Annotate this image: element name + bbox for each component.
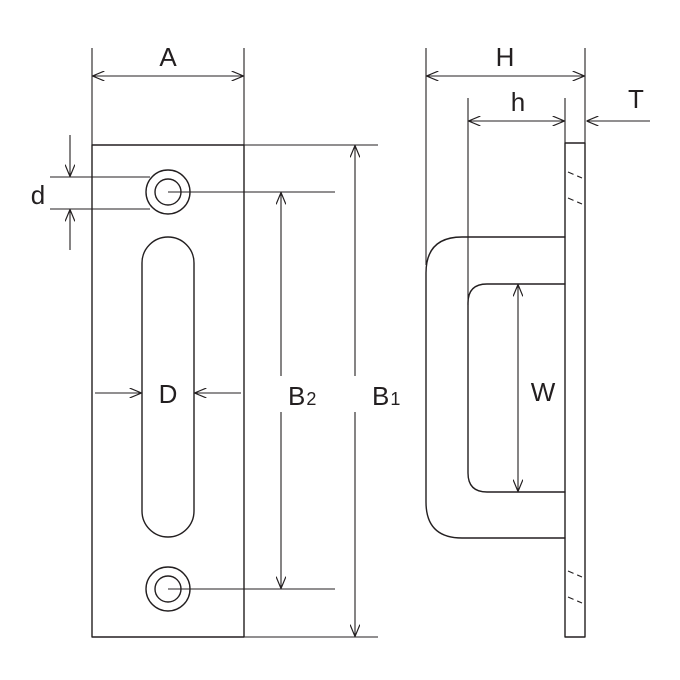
side-plate-outline <box>564 142 586 638</box>
label-d: d <box>31 180 45 210</box>
label-w: W <box>531 377 556 407</box>
label-h: H <box>496 42 515 72</box>
dimension-b2: B2 <box>168 191 335 590</box>
label-a: A <box>159 42 177 72</box>
dim-b2-label-bg <box>270 376 328 412</box>
loop-inner <box>467 283 566 493</box>
hidden-hole-top-1 <box>567 171 583 179</box>
hidden-hole-bottom-2 <box>567 596 583 604</box>
dimension-small-h: h <box>469 87 564 121</box>
side-view <box>425 48 586 638</box>
front-plate-outline <box>91 144 245 638</box>
dim-w-label-bg <box>526 372 560 406</box>
front-view <box>91 48 245 638</box>
dimension-h: H <box>427 42 584 76</box>
dimension-big-d: D <box>95 379 241 409</box>
loop-outer <box>425 236 566 539</box>
label-b1: B1 <box>372 381 400 411</box>
dimension-w: W <box>518 285 560 491</box>
dimension-d: d <box>31 135 150 250</box>
dim-b1-label-bg <box>345 376 403 412</box>
dimension-t: T <box>587 84 650 121</box>
hidden-hole-bottom-1 <box>567 570 583 578</box>
dimension-b1: B1 <box>244 144 403 638</box>
center-slot <box>141 236 195 538</box>
hidden-hole-top-2 <box>567 197 583 205</box>
label-t: T <box>628 84 644 114</box>
dimension-a: A <box>93 42 243 76</box>
label-small-h: h <box>511 87 525 117</box>
label-big-d: D <box>159 379 178 409</box>
label-b2: B2 <box>288 381 316 411</box>
